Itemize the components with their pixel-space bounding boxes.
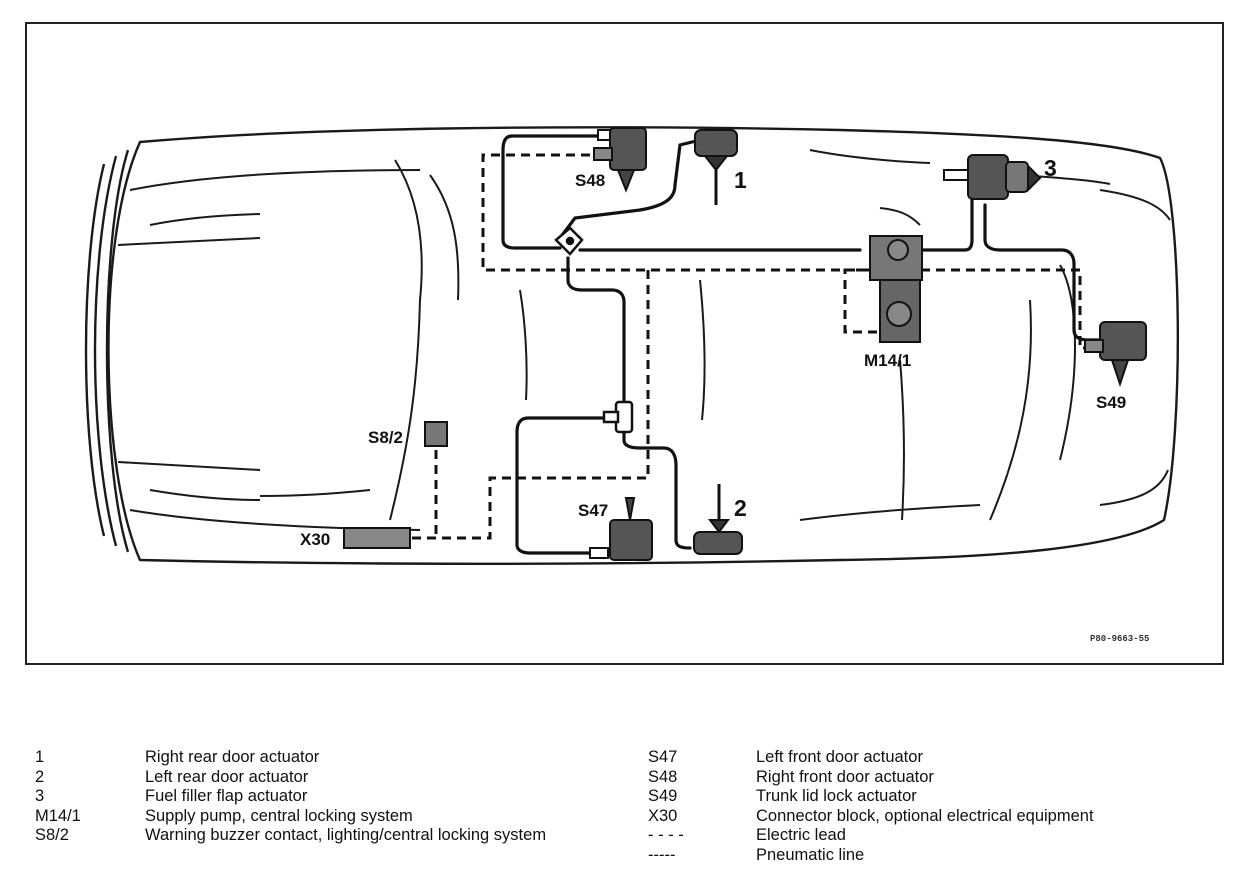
legend-row: ----- Pneumatic line	[648, 846, 1208, 866]
car-outline	[84, 126, 1180, 565]
car-body-lines	[117, 149, 1171, 531]
legend-desc: Pneumatic line	[756, 845, 865, 864]
label-m14-1: M14/1	[864, 351, 911, 370]
legend-desc: Warning buzzer contact, lighting/central…	[145, 826, 547, 845]
label-3: 3	[1044, 155, 1057, 181]
legend-code: 1	[35, 748, 45, 766]
legend-code: -----	[648, 845, 676, 864]
legend-row: S47 Left front door actuator	[648, 748, 1208, 768]
legend-row: X30 Connector block, optional electrical…	[648, 807, 1208, 827]
actuator-1	[694, 129, 738, 205]
legend-row: 2 Left rear door actuator	[35, 768, 615, 788]
tee-valve-upper	[554, 226, 584, 256]
legend-row: 3 Fuel filler flap actuator	[35, 787, 615, 807]
legend-right: S47 Left front door actuator S48 Right f…	[648, 748, 1208, 866]
figure-code: P80-9663-55	[1090, 634, 1149, 644]
legend-code: S48	[648, 767, 678, 786]
figure-frame	[25, 22, 1224, 665]
legend-desc: Left rear door actuator	[145, 767, 309, 786]
legend-code: M14/1	[35, 806, 81, 825]
tee-valve-lower	[602, 400, 634, 434]
legend-row: - - - - Electric lead	[648, 826, 1208, 846]
legend-code: - - - -	[648, 826, 684, 845]
label-2: 2	[734, 495, 747, 521]
electric-leads	[410, 153, 1100, 540]
label-s48: S48	[575, 171, 605, 190]
switch-s8-2	[424, 421, 448, 447]
legend-desc: Electric lead	[756, 826, 846, 845]
connector-x30	[343, 527, 411, 549]
actuator-3	[943, 154, 1042, 200]
legend-row: 1 Right rear door actuator	[35, 748, 615, 768]
label-s8-2: S8/2	[368, 428, 403, 447]
legend-row: S8/2 Warning buzzer contact, lighting/ce…	[35, 826, 615, 846]
legend-desc: Right front door actuator	[756, 767, 934, 786]
actuator-s49	[1084, 321, 1147, 388]
actuator-2	[693, 484, 743, 555]
pneumatic-lines	[501, 134, 1112, 555]
legend-desc: Supply pump, central locking system	[145, 806, 413, 825]
label-s49: S49	[1096, 393, 1126, 412]
central-locking-diagram: S48 1 3 M14/1 S49 S8/2 S47 2 X30 P80-966…	[84, 126, 1180, 644]
legend-code: 3	[35, 787, 45, 806]
legend-desc: Fuel filler flap actuator	[145, 787, 308, 806]
legend-code: S47	[648, 748, 678, 766]
legend-desc: Connector block, optional electrical equ…	[756, 806, 1094, 825]
legend-code: 2	[35, 767, 45, 786]
actuator-s47	[589, 497, 653, 561]
legend-row: M14/1 Supply pump, central locking syste…	[35, 807, 615, 827]
legend-desc: Right rear door actuator	[145, 748, 320, 766]
legend-row: S48 Right front door actuator	[648, 768, 1208, 788]
legend-desc: Trunk lid lock actuator	[756, 787, 917, 806]
supply-pump-m14-1	[869, 235, 923, 343]
actuator-s48	[593, 127, 647, 193]
label-x30: X30	[300, 530, 330, 549]
legend-left: 1 Right rear door actuator 2 Left rear d…	[35, 748, 615, 846]
legend-code: S8/2	[35, 826, 69, 845]
legend-code: X30	[648, 806, 678, 825]
label-1: 1	[734, 167, 747, 193]
legend-code: S49	[648, 787, 678, 806]
legend-desc: Left front door actuator	[756, 748, 923, 766]
label-s47: S47	[578, 501, 608, 520]
legend-row: S49 Trunk lid lock actuator	[648, 787, 1208, 807]
